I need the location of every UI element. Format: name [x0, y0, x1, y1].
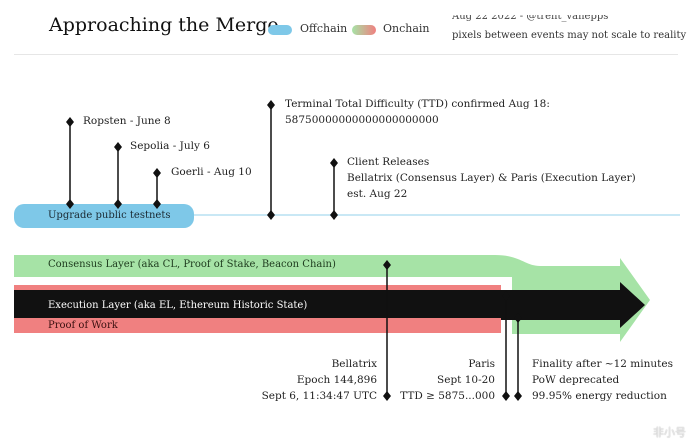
header-divider — [14, 54, 678, 55]
pow-band — [14, 318, 501, 333]
author-note: Aug 22 2022 - @trent_vanepps — [452, 11, 609, 22]
finality-marker — [514, 313, 522, 401]
ttd-label-line2: 58750000000000000000000 — [285, 114, 439, 126]
consensus-layer-band — [14, 255, 650, 342]
bellatrix-name: Bellatrix — [331, 358, 377, 370]
bellatrix-time: Sept 6, 11:34:47 UTC — [261, 390, 377, 402]
offchain-track — [185, 214, 680, 216]
paris-dates: Sept 10-20 — [437, 374, 495, 386]
execution-layer-label: Execution Layer (aka EL, Ethereum Histor… — [48, 300, 308, 311]
ttd-label-line1: Terminal Total Difficulty (TTD) confirme… — [285, 98, 550, 110]
pow-top-edge — [14, 285, 501, 290]
ropsten-marker — [66, 117, 74, 209]
bellatrix-marker — [383, 260, 391, 401]
finality-line2: PoW deprecated — [532, 374, 620, 386]
paris-marker — [502, 291, 510, 401]
sepolia-marker — [114, 142, 122, 209]
paris-ttd: TTD ≥ 5875...000 — [400, 390, 495, 402]
page-title: Approaching the Merge — [49, 14, 279, 36]
pow-label: Proof of Work — [48, 320, 118, 331]
ropsten-label: Ropsten - June 8 — [83, 115, 171, 127]
client-releases-title: Client Releases — [347, 156, 430, 168]
finality-line3: 99.95% energy reduction — [532, 390, 667, 402]
finality-line1: Finality after ~12 minutes — [532, 358, 673, 370]
paris-name: Paris — [468, 358, 495, 370]
goerli-label: Goerli - Aug 10 — [171, 166, 252, 178]
execution-layer-band — [14, 282, 645, 328]
ttd-marker — [267, 100, 275, 220]
onchain-legend-swatch — [352, 25, 376, 35]
onchain-legend-label: Onchain — [383, 22, 430, 35]
bellatrix-epoch: Epoch 144,896 — [296, 374, 377, 386]
testnet-bar-label: Upgrade public testnets — [48, 210, 171, 221]
client-release-marker — [330, 158, 338, 220]
offchain-legend-swatch — [268, 25, 292, 35]
scale-note: pixels between events may not scale to r… — [452, 30, 687, 41]
testnet-bar — [14, 204, 194, 228]
consensus-layer-label: Consensus Layer (aka CL, Proof of Stake,… — [48, 259, 336, 270]
watermark: 非小号 — [653, 426, 686, 439]
sepolia-label: Sepolia - July 6 — [130, 140, 210, 152]
offchain-legend-label: Offchain — [300, 22, 348, 35]
goerli-marker — [153, 168, 161, 209]
client-releases-date: est. Aug 22 — [347, 188, 408, 200]
client-releases-detail: Bellatrix (Consensus Layer) & Paris (Exe… — [347, 172, 636, 184]
